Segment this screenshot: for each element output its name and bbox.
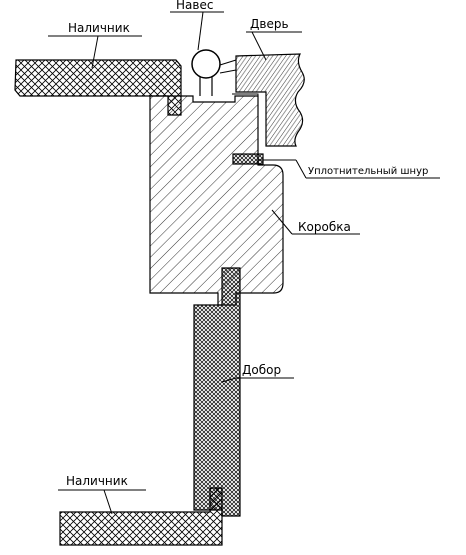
label-door: Дверь: [250, 17, 289, 31]
label-hinge: Навес: [176, 0, 213, 12]
leader-lines: [48, 11, 440, 515]
extension-board: [193, 267, 241, 517]
door-leaf: [232, 53, 305, 150]
bottom-trim: [59, 487, 223, 546]
seal-strip: [232, 153, 264, 165]
label-trim-bottom: Наличник: [66, 474, 128, 488]
label-trim-top: Наличник: [68, 21, 130, 35]
label-extension: Добор: [242, 363, 281, 377]
hinge: [191, 49, 237, 96]
door-frame-box: [149, 95, 284, 306]
label-seal: Уплотнительный шнур: [308, 166, 428, 177]
label-frame: Коробка: [298, 220, 351, 234]
